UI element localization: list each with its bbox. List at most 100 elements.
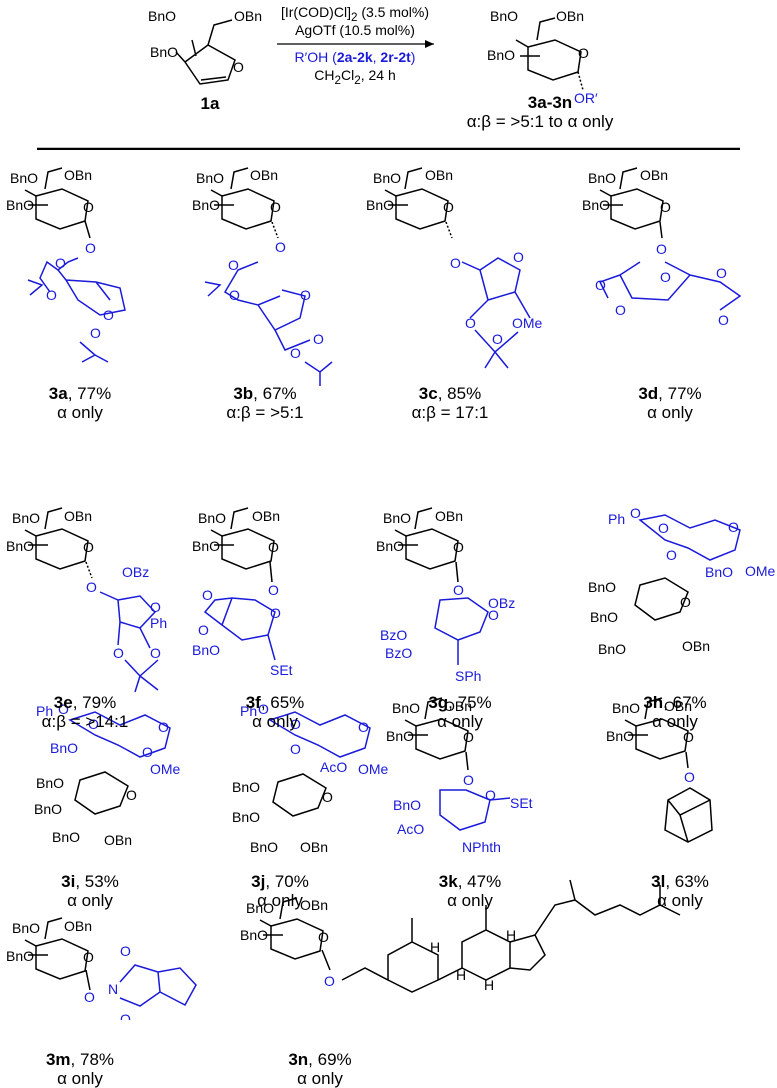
svg-text:O: O <box>120 1011 131 1020</box>
svg-text:OBn: OBn <box>64 508 92 524</box>
svg-text:O: O <box>660 199 671 215</box>
svg-text:BnO: BnO <box>52 829 80 845</box>
svg-text:BnO: BnO <box>392 700 420 716</box>
reaction-arrow <box>277 40 434 48</box>
condition-additive: AgOTf (10.5 mol%) <box>295 22 415 38</box>
reaction-scheme: BnO OBn BnO O BnO OBn BnO O OR′ <box>37 8 740 150</box>
svg-text:OBn: OBn <box>300 897 328 913</box>
svg-text:O: O <box>322 789 333 805</box>
svg-text:O: O <box>666 547 677 563</box>
svg-text:OBn: OBn <box>425 167 453 183</box>
reactant-glycal: BnO OBn BnO O <box>148 8 262 85</box>
svg-text:O: O <box>358 719 369 735</box>
svg-text:BnO: BnO <box>373 170 401 186</box>
svg-text:BnO: BnO <box>192 642 220 658</box>
svg-text:O: O <box>463 729 474 745</box>
svg-text:H: H <box>506 927 516 943</box>
svg-text:O: O <box>318 929 329 945</box>
svg-text:BnO: BnO <box>598 641 626 657</box>
svg-text:BnO: BnO <box>6 948 34 964</box>
selectivity-label: α:β = >5:1 to α only <box>466 112 614 131</box>
svg-text:O: O <box>680 594 691 610</box>
svg-text:O: O <box>90 325 101 341</box>
svg-text:H: H <box>456 967 466 983</box>
svg-text:O: O <box>453 582 464 598</box>
svg-text:BnO: BnO <box>196 170 224 186</box>
svg-text:O: O <box>150 645 161 661</box>
label-3c: 3c, 85%α:β = 17:1 <box>411 384 489 422</box>
svg-text:OBz: OBz <box>122 564 149 580</box>
svg-text:BnO: BnO <box>192 197 220 213</box>
svg-text:O: O <box>275 239 286 255</box>
svg-text:OBn: OBn <box>682 638 710 654</box>
svg-text:O: O <box>656 241 667 257</box>
svg-text:BnO: BnO <box>192 538 220 554</box>
svg-text:O: O <box>630 505 641 521</box>
svg-text:OMe: OMe <box>512 315 543 331</box>
svg-text:BnO: BnO <box>12 920 40 936</box>
svg-text:Ph: Ph <box>36 703 53 719</box>
svg-text:O: O <box>103 307 114 323</box>
svg-text:OBn: OBn <box>252 508 280 524</box>
label-3d: 3d, 77%α only <box>638 384 702 422</box>
reactant-label: 1a <box>200 94 220 113</box>
label-3j: 3j, 70%α only <box>251 872 309 910</box>
svg-text:O: O <box>324 973 335 989</box>
svg-text:O: O <box>660 269 671 285</box>
svg-text:O: O <box>268 582 279 598</box>
svg-text:O: O <box>83 949 94 965</box>
obn-label: OBn <box>556 8 584 24</box>
svg-text:BnO: BnO <box>588 170 616 186</box>
svg-text:BnO: BnO <box>582 197 610 213</box>
svg-text:O: O <box>485 787 496 803</box>
svg-text:O: O <box>84 989 95 1005</box>
bno-label: BnO <box>490 8 518 24</box>
svg-text:BnO: BnO <box>34 801 62 817</box>
svg-text:O: O <box>126 787 137 803</box>
label-3b: 3b, 67%α:β = >5:1 <box>226 384 304 422</box>
svg-text:O: O <box>684 769 695 785</box>
product-pyranose: BnO OBn BnO O OR′ <box>487 8 598 106</box>
svg-text:Ph: Ph <box>150 615 167 631</box>
svg-text:O: O <box>46 287 57 303</box>
label-3m: 3m, 78%α only <box>45 1050 115 1088</box>
svg-text:OBn: OBn <box>64 167 92 183</box>
condition-catalyst: [Ir(COD)Cl]2 (3.5 mol%) <box>280 4 430 24</box>
svg-text:OBn: OBn <box>664 698 692 714</box>
svg-text:OBn: OBn <box>435 508 463 524</box>
svg-text:O: O <box>492 331 503 347</box>
svg-text:O: O <box>268 539 279 555</box>
svg-text:O: O <box>142 744 153 760</box>
svg-text:Ph: Ph <box>240 703 257 719</box>
svg-text:O: O <box>88 716 99 732</box>
bno-label: BnO <box>487 47 515 63</box>
svg-text:O: O <box>300 287 311 303</box>
svg-text:O: O <box>290 345 301 361</box>
svg-text:OMe: OMe <box>745 563 776 579</box>
svg-text:O: O <box>463 772 474 788</box>
svg-text:OBz: OBz <box>488 595 515 611</box>
svg-text:BnO: BnO <box>232 779 260 795</box>
svg-text:O: O <box>658 520 669 536</box>
svg-text:O: O <box>198 622 209 638</box>
condition-alcohol: R′OH (2a-2k, 2r-2t) <box>294 49 416 65</box>
ring-oxygen-label: O <box>233 59 244 75</box>
svg-text:BnO: BnO <box>366 197 394 213</box>
bno-label: BnO <box>148 8 176 24</box>
svg-text:BnO: BnO <box>36 775 64 791</box>
svg-text:BnO: BnO <box>250 839 278 855</box>
svg-text:OBn: OBn <box>250 167 278 183</box>
svg-text:SPh: SPh <box>455 668 481 684</box>
svg-text:O: O <box>683 729 694 745</box>
svg-text:SEt: SEt <box>270 662 293 678</box>
svg-text:O: O <box>313 331 324 347</box>
svg-text:AcO: AcO <box>320 759 347 775</box>
svg-text:O: O <box>290 716 301 732</box>
label-3e: 3e, 79%α:β = >14:1 <box>41 693 129 731</box>
